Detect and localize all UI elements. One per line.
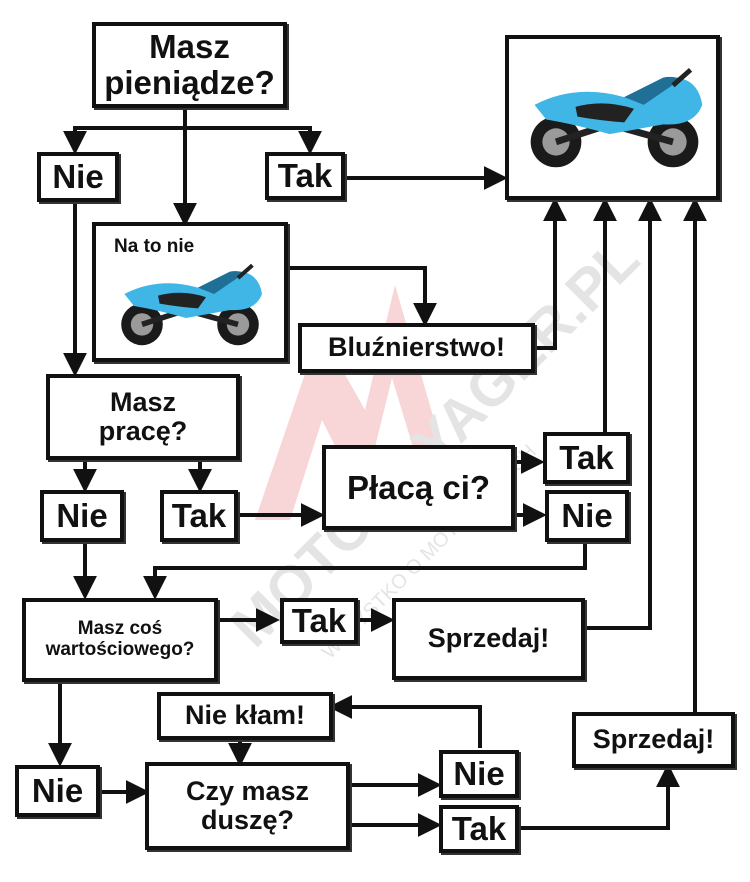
node-na-to-nie: Na to nie — [92, 222, 288, 362]
node-tak-3: Tak — [543, 432, 630, 484]
arrow-to-nie-1 — [63, 108, 187, 155]
na-to-nie-label: Na to nie — [114, 236, 195, 257]
node-sprzedaj-2: Sprzedaj! — [572, 712, 735, 768]
node-masz-prace: Masz pracę? — [46, 374, 240, 460]
arrow-sprzedaj1-to-bike — [585, 197, 662, 630]
node-nie-1: Nie — [37, 152, 119, 202]
node-tak-2: Tak — [160, 490, 238, 542]
arrow-nie3-to-masz-cos — [143, 542, 587, 600]
arrow-nie5-to-nie-klam — [328, 695, 482, 748]
node-tak-5: Tak — [439, 805, 519, 853]
connectors — [48, 108, 707, 837]
motorcycle-image-main — [505, 35, 720, 200]
node-tak-4: Tak — [280, 598, 358, 644]
node-masz-cos-wartosciowego: Masz coś wartościowego? — [22, 598, 218, 682]
node-masz-pieniadze: Masz pieniądze? — [92, 22, 287, 108]
motorcycle-icon — [517, 57, 712, 182]
node-placa-ci: Płacą ci? — [322, 445, 515, 530]
node-nie-klam: Nie kłam! — [157, 692, 333, 740]
node-czy-masz-dusze: Czy masz duszę? — [145, 762, 350, 850]
arrow-bluznierstwo-to-bike — [535, 197, 567, 350]
node-nie-2: Nie — [40, 490, 124, 542]
node-nie-3: Nie — [545, 490, 629, 542]
arrow-to-tak-1 — [185, 126, 322, 155]
arrow-to-bluznierstwo — [288, 266, 437, 327]
node-sprzedaj-1: Sprzedaj! — [392, 598, 585, 680]
arrow-tak5-to-sprzedaj2 — [518, 763, 680, 830]
motorcycle-icon-small — [110, 260, 270, 352]
node-nie-4: Nie — [15, 765, 100, 817]
node-tak-1: Tak — [265, 152, 345, 200]
node-nie-5: Nie — [439, 750, 519, 798]
node-bluznierstwo: Bluźnierstwo! — [298, 323, 535, 373]
